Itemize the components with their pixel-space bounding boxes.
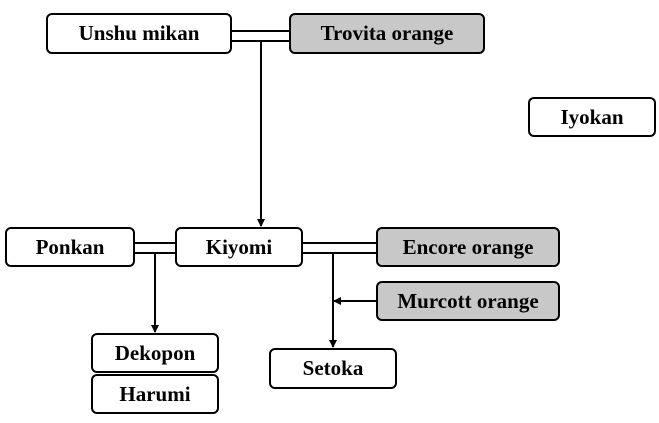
node-dekopon: Dekopon	[91, 333, 219, 373]
node-setoka: Setoka	[269, 348, 397, 389]
node-kiyomi: Kiyomi	[175, 227, 303, 267]
node-encore-orange: Encore orange	[376, 227, 560, 267]
node-harumi: Harumi	[91, 374, 219, 414]
node-iyokan: Iyokan	[528, 97, 656, 137]
node-ponkan: Ponkan	[5, 227, 135, 267]
node-murcott-orange: Murcott orange	[376, 281, 560, 321]
node-unshu-mikan: Unshu mikan	[46, 13, 232, 54]
node-trovita-orange: Trovita orange	[289, 13, 485, 54]
